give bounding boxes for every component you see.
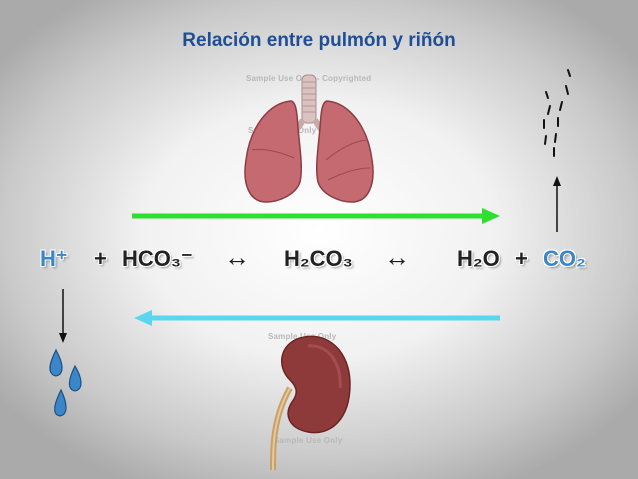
- equilibrium-arrow-2: ↔: [384, 242, 410, 272]
- carbonic-acid: H₂CO₃: [284, 246, 353, 271]
- h-plus-ion: H⁺: [40, 246, 68, 271]
- cyan-arrow-head: [134, 310, 152, 326]
- bicarbonate-ion: HCO₃⁻: [122, 246, 193, 271]
- kidney-watermark-2: Sample Use Only: [274, 436, 343, 445]
- green-arrow-head: [482, 208, 500, 224]
- water-molecule: H₂O: [457, 246, 500, 271]
- equilibrium-arrow-1: ↔: [224, 242, 250, 272]
- diagram-title: Relación entre pulmón y riñón: [182, 30, 456, 51]
- carbon-dioxide: CO₂: [543, 246, 586, 271]
- plus-sign-1: +: [94, 246, 107, 271]
- down-arrow-head: [59, 333, 67, 343]
- kidney-watermark-1: Sample Use Only: [268, 332, 337, 341]
- up-arrow-head: [553, 176, 561, 186]
- plus-sign-2: +: [515, 246, 528, 271]
